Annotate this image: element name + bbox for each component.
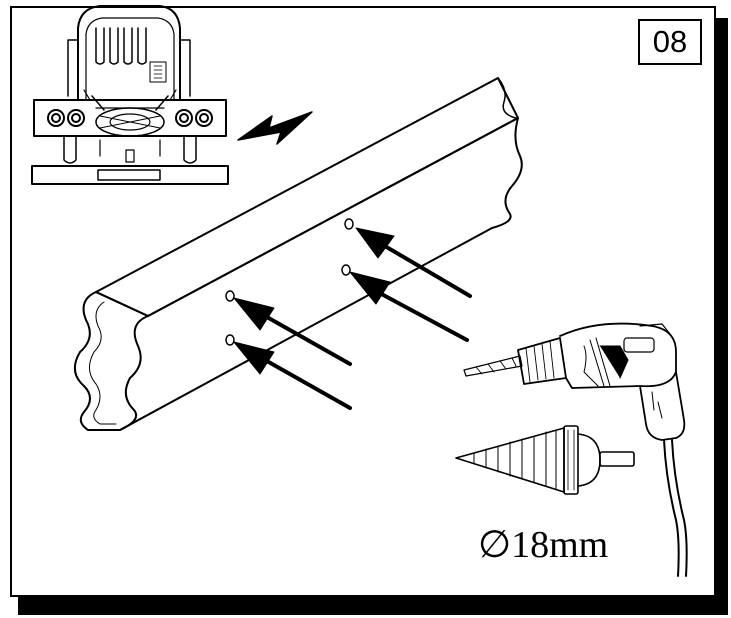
hole-lower-left bbox=[225, 334, 235, 346]
drill-icon bbox=[463, 322, 688, 577]
pointer-arrows bbox=[233, 227, 472, 410]
hole-lower-right bbox=[341, 264, 351, 276]
pointer-arrow-icon bbox=[233, 341, 352, 410]
hole-upper-right bbox=[344, 218, 354, 230]
pointer-arrow-icon bbox=[355, 227, 472, 298]
drill-holes bbox=[225, 218, 354, 346]
instruction-panel bbox=[10, 6, 716, 597]
pointer-arrow-icon bbox=[349, 271, 469, 342]
hole-upper-left bbox=[225, 290, 235, 302]
direction-arrow-icon bbox=[237, 111, 313, 145]
step-number-badge: 08 bbox=[638, 19, 702, 65]
frame-rail bbox=[73, 77, 523, 431]
pointer-arrow-icon bbox=[233, 297, 352, 366]
step-drill-bit-icon bbox=[455, 425, 635, 495]
vehicle-front-view-icon bbox=[31, 5, 229, 185]
drill-diameter-label: ∅18mm bbox=[478, 524, 609, 566]
